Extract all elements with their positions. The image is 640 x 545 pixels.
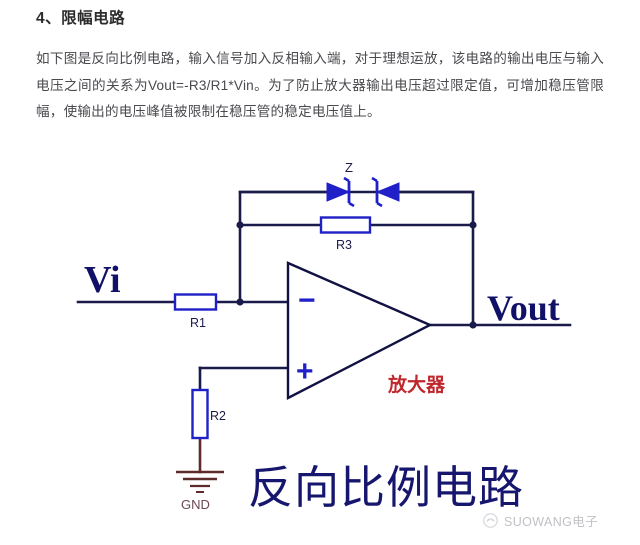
zener-right-triangle	[375, 182, 400, 202]
ground-label: GND	[181, 497, 210, 512]
resistor-r3-label: R3	[336, 238, 352, 252]
zener-right-cathode-bend	[371, 176, 383, 208]
opamp-inverting-sign: −	[298, 284, 316, 317]
input-label: Vi	[84, 259, 121, 301]
zener-left-cathode-bend	[343, 176, 355, 208]
junction-dots	[236, 221, 477, 329]
wire-group	[76, 190, 572, 474]
suowang-logo-icon	[483, 513, 498, 528]
opamp-label: 放大器	[387, 373, 446, 396]
junction-feedback-right	[469, 221, 477, 229]
wire-zener-branch	[238, 190, 475, 227]
zener-label: Z	[345, 160, 353, 175]
output-label: Vout	[487, 288, 560, 328]
circuit-title: 反向比例电路	[248, 463, 524, 513]
resistor-r3	[319, 216, 372, 234]
junction-output-node	[469, 321, 477, 329]
page-title: 4、限幅电路	[36, 10, 126, 27]
resistor-r1-label: R1	[190, 316, 206, 330]
resistor-r2	[191, 388, 209, 440]
circuit-diagram: R1 R3 R2 Z − + 放大器 GND Vi Vout 反向比例电路	[0, 150, 640, 545]
zener-diode-pair	[326, 176, 400, 208]
watermark-text: SUOWANG电子	[504, 515, 599, 529]
watermark: SUOWANG电子	[482, 511, 598, 530]
article-block: 4、限幅电路 如下图是反向比例电路，输入信号加入反相输入端，对于理想运放，该电路…	[36, 6, 608, 126]
ground-symbol	[176, 470, 224, 493]
resistor-r1	[173, 293, 218, 311]
article-paragraph: 如下图是反向比例电路，输入信号加入反相输入端，对于理想运放，该电路的输出电压与输…	[36, 51, 604, 119]
zener-left-triangle	[326, 182, 351, 202]
resistor-r2-label: R2	[210, 409, 226, 423]
junction-feedback-left	[236, 221, 244, 229]
opamp-triangle	[286, 261, 433, 400]
junction-inverting-node	[236, 298, 244, 306]
opamp-noninverting-sign: +	[296, 355, 314, 388]
